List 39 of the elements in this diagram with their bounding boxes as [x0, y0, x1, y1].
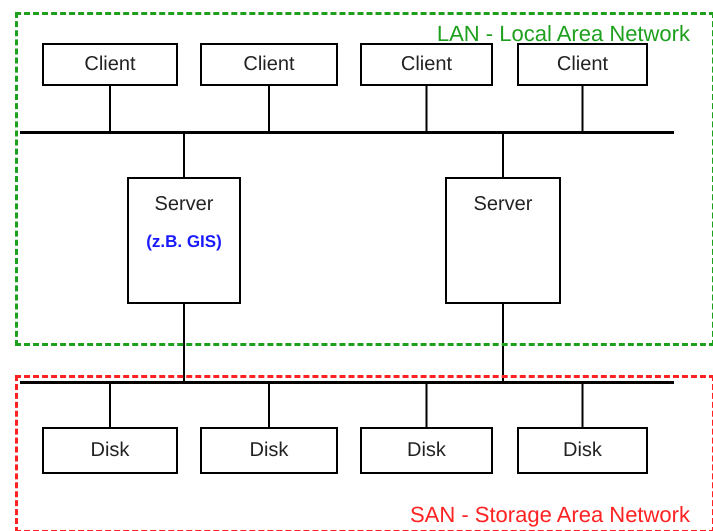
connector-line [582, 384, 584, 427]
connector-line [183, 134, 185, 177]
device-label: Disk [90, 439, 130, 462]
connector-line [183, 304, 185, 381]
device-box [445, 177, 561, 304]
connector-line [582, 86, 584, 131]
device-label: Disk [563, 439, 602, 462]
device-label: Client [243, 53, 295, 76]
device-label: Client [400, 53, 452, 76]
network-bus [20, 131, 674, 134]
connector-line [502, 134, 504, 177]
network-zone [15, 375, 713, 531]
device-box [42, 43, 178, 86]
device-box [200, 427, 338, 474]
connector-line [109, 86, 111, 131]
connector-line [502, 304, 504, 381]
zone-title: SAN - Storage Area Network [410, 502, 690, 528]
connector-line [109, 384, 111, 427]
server-box [127, 177, 241, 304]
device-box [360, 43, 493, 86]
connector-line [426, 384, 428, 427]
device-box [517, 427, 648, 474]
network-bus [20, 381, 674, 384]
example-note: (z.B. GIS) [146, 232, 222, 252]
device-box [360, 427, 493, 474]
device-box [42, 427, 178, 474]
connector-line [426, 86, 428, 131]
network-zone [15, 12, 713, 346]
device-label: Disk [407, 439, 446, 462]
device-box [517, 43, 648, 86]
device-box [200, 43, 338, 86]
device-label: Server [154, 193, 214, 216]
device-label: Client [556, 53, 608, 76]
device-label: Client [84, 53, 136, 76]
connector-line [268, 86, 270, 131]
device-label: Server [474, 193, 532, 216]
connector-line [268, 384, 270, 427]
device-label: Disk [250, 439, 288, 462]
zone-title: LAN - Local Area Network [436, 21, 690, 47]
